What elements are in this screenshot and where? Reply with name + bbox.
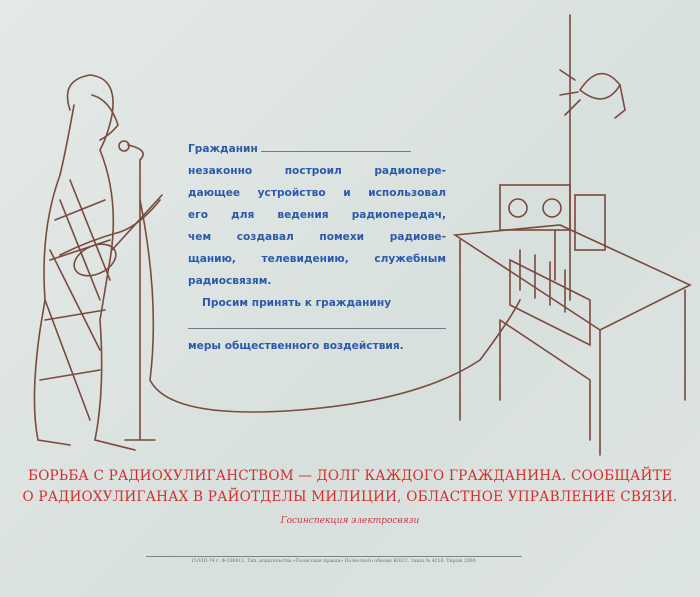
form-line: его для ведения радиопередач, [188, 209, 446, 221]
microphone-stand [118, 140, 521, 441]
illustration [33, 14, 692, 456]
form-line: незаконно построил радиопере- [188, 165, 446, 177]
form-line: Просим принять к гражданину [202, 297, 392, 309]
blank-line-field [188, 314, 446, 329]
slogan: БОРЬБА С РАДИОХУЛИГАНСТВОМ — ДОЛГ КАЖДОГ… [20, 466, 680, 508]
form-line: дающее устройство и использовал [188, 187, 446, 199]
issuer-signature: Госинспекция электросвязи [280, 516, 420, 526]
guitarist-figure [33, 74, 163, 451]
print-imprint: 15/VIII-74 г. Ф-200811. Тип. издательств… [146, 556, 522, 564]
slogan-line: О РАДИОХУЛИГАНАХ В РАЙОТДЕЛЫ МИЛИЦИИ, ОБ… [22, 489, 678, 505]
form-line: меры общественного воздействия. [188, 340, 404, 352]
form-line-citizen: Гражданин [188, 143, 258, 155]
slogan-line: БОРЬБА С РАДИОХУЛИГАНСТВОМ — ДОЛГ КАЖДОГ… [28, 468, 672, 484]
form-line: щанию, телевидению, служебным [188, 253, 446, 265]
form-line: радиосвязям. [188, 275, 272, 287]
name-blank-field [260, 141, 411, 152]
table-with-radio [452, 14, 692, 456]
complaint-form-text: Гражданин незаконно построил радиопере- … [188, 138, 446, 357]
form-line: чем создавал помехи радиове- [188, 231, 446, 243]
